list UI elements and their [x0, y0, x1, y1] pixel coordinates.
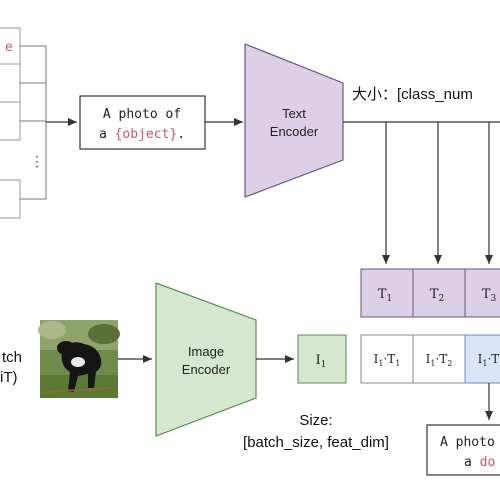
similarity-i1-t1: I1·T1	[374, 352, 401, 368]
similarity-row: I1·T1 I1·T2 I1·T3	[360, 334, 500, 384]
prompt-template-box: A photo of a {object}.	[79, 95, 206, 150]
similarity-cell	[360, 334, 414, 384]
similarity-cell-highlight	[464, 334, 500, 384]
text-feature-cell	[412, 268, 466, 318]
text-features-row: T1 T2 T3	[360, 268, 500, 318]
class-list-item	[0, 101, 21, 141]
similarity-i1-t2: I1·T2	[426, 352, 453, 368]
text-feature-cell	[464, 268, 500, 318]
similarity-cell	[412, 334, 466, 384]
output-prompt-line2: a do	[464, 455, 495, 470]
prompt-line2: a {object}.	[99, 127, 185, 142]
class-list: e ⋮	[0, 27, 47, 219]
similarity-i1-t3: I1·T3	[478, 352, 500, 368]
image-encoder-label-line1: Image	[188, 344, 224, 359]
image-input-label-line2: iT)	[0, 369, 18, 386]
output-prompt-box: A photo a do	[426, 424, 500, 476]
text-feature-t3: T3	[482, 287, 497, 304]
text-encoder-label-line2: Encoder	[270, 124, 319, 139]
class-list-item	[0, 179, 21, 219]
class-list-item-text: e	[5, 40, 13, 55]
dog-photo	[38, 320, 120, 398]
output-prompt-line1: A photo	[440, 435, 495, 450]
output-prompt-word: do	[480, 455, 496, 470]
text-feature-cell	[360, 268, 414, 318]
prompt-placeholder: {object}	[115, 127, 178, 142]
text-encoder: Text Encoder	[244, 43, 344, 198]
image-feature-label: I1	[316, 353, 327, 370]
text-size-label: 大小：[class_num	[352, 86, 473, 103]
text-feature-t1: T1	[378, 287, 392, 304]
class-list-item	[0, 63, 21, 103]
image-encoder-label-line2: Encoder	[182, 362, 231, 377]
text-encoder-label-line1: Text	[282, 106, 306, 121]
text-feature-t2: T2	[430, 287, 444, 304]
image-feature: I1	[297, 334, 347, 384]
class-list-ellipsis: ⋮	[30, 153, 44, 169]
image-encoder: Image Encoder	[155, 282, 257, 437]
image-size-label-line1: Size:	[299, 412, 332, 429]
image-input-label-line1: tch	[2, 349, 22, 366]
prompt-line1: A photo of	[103, 107, 181, 122]
image-size-label-line2: [batch_size, feat_dim]	[243, 434, 389, 451]
